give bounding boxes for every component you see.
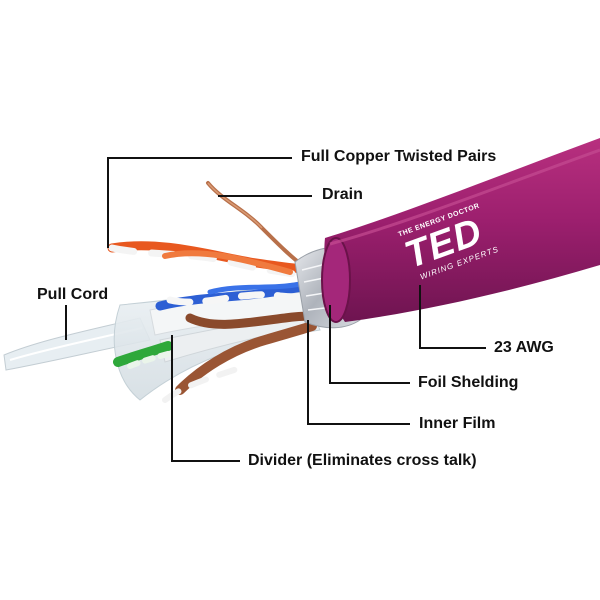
label-full-copper-twisted-pairs: Full Copper Twisted Pairs [301,148,497,165]
label-foil-shielding: Foil Shelding [418,374,519,391]
label-drain: Drain [322,186,363,203]
label-inner-film: Inner Film [419,415,496,432]
label-divider: Divider (Eliminates cross talk) [248,452,477,469]
leader-awg [419,285,486,349]
green-pair [113,341,178,369]
label-23-awg: 23 AWG [494,339,554,356]
cable-jacket [321,138,600,323]
leader-lines [65,157,486,462]
orange-pair [107,241,315,280]
leader-foil [329,305,410,384]
label-pull-cord: Pull Cord [37,286,109,303]
leader-full-copper [107,157,292,248]
leader-inner-film [307,320,410,425]
leader-divider [171,335,240,462]
